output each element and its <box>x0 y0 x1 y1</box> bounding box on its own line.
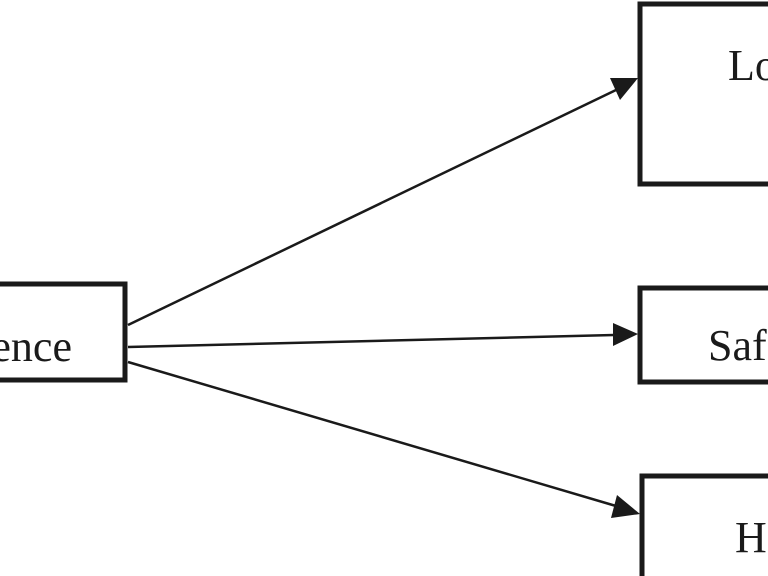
arrowhead-top <box>610 78 638 100</box>
arrowhead-bottom <box>611 495 640 518</box>
node-source-box <box>0 281 128 383</box>
arrowhead-middle <box>613 323 638 346</box>
node-target-bottom-box <box>639 473 768 576</box>
edge-source-to-bottom <box>127 360 640 518</box>
node-target-top-box <box>637 1 768 187</box>
edge-source-to-middle <box>127 323 638 349</box>
node-target-top-label: Lo <box>728 41 768 90</box>
node-target-middle: Saf <box>637 285 768 385</box>
node-target-middle-label: Saf <box>708 321 767 370</box>
edge-line-bottom <box>127 360 617 508</box>
edge-line-middle <box>127 333 615 349</box>
node-target-middle-box <box>637 285 768 385</box>
node-target-bottom-label: H <box>735 513 767 562</box>
node-source: ence <box>0 281 128 383</box>
node-source-label: ence <box>0 322 72 371</box>
node-target-bottom: H <box>639 473 768 576</box>
node-target-top: Lo <box>637 1 768 187</box>
edge-line-top <box>127 88 617 327</box>
edge-source-to-top <box>127 78 638 327</box>
